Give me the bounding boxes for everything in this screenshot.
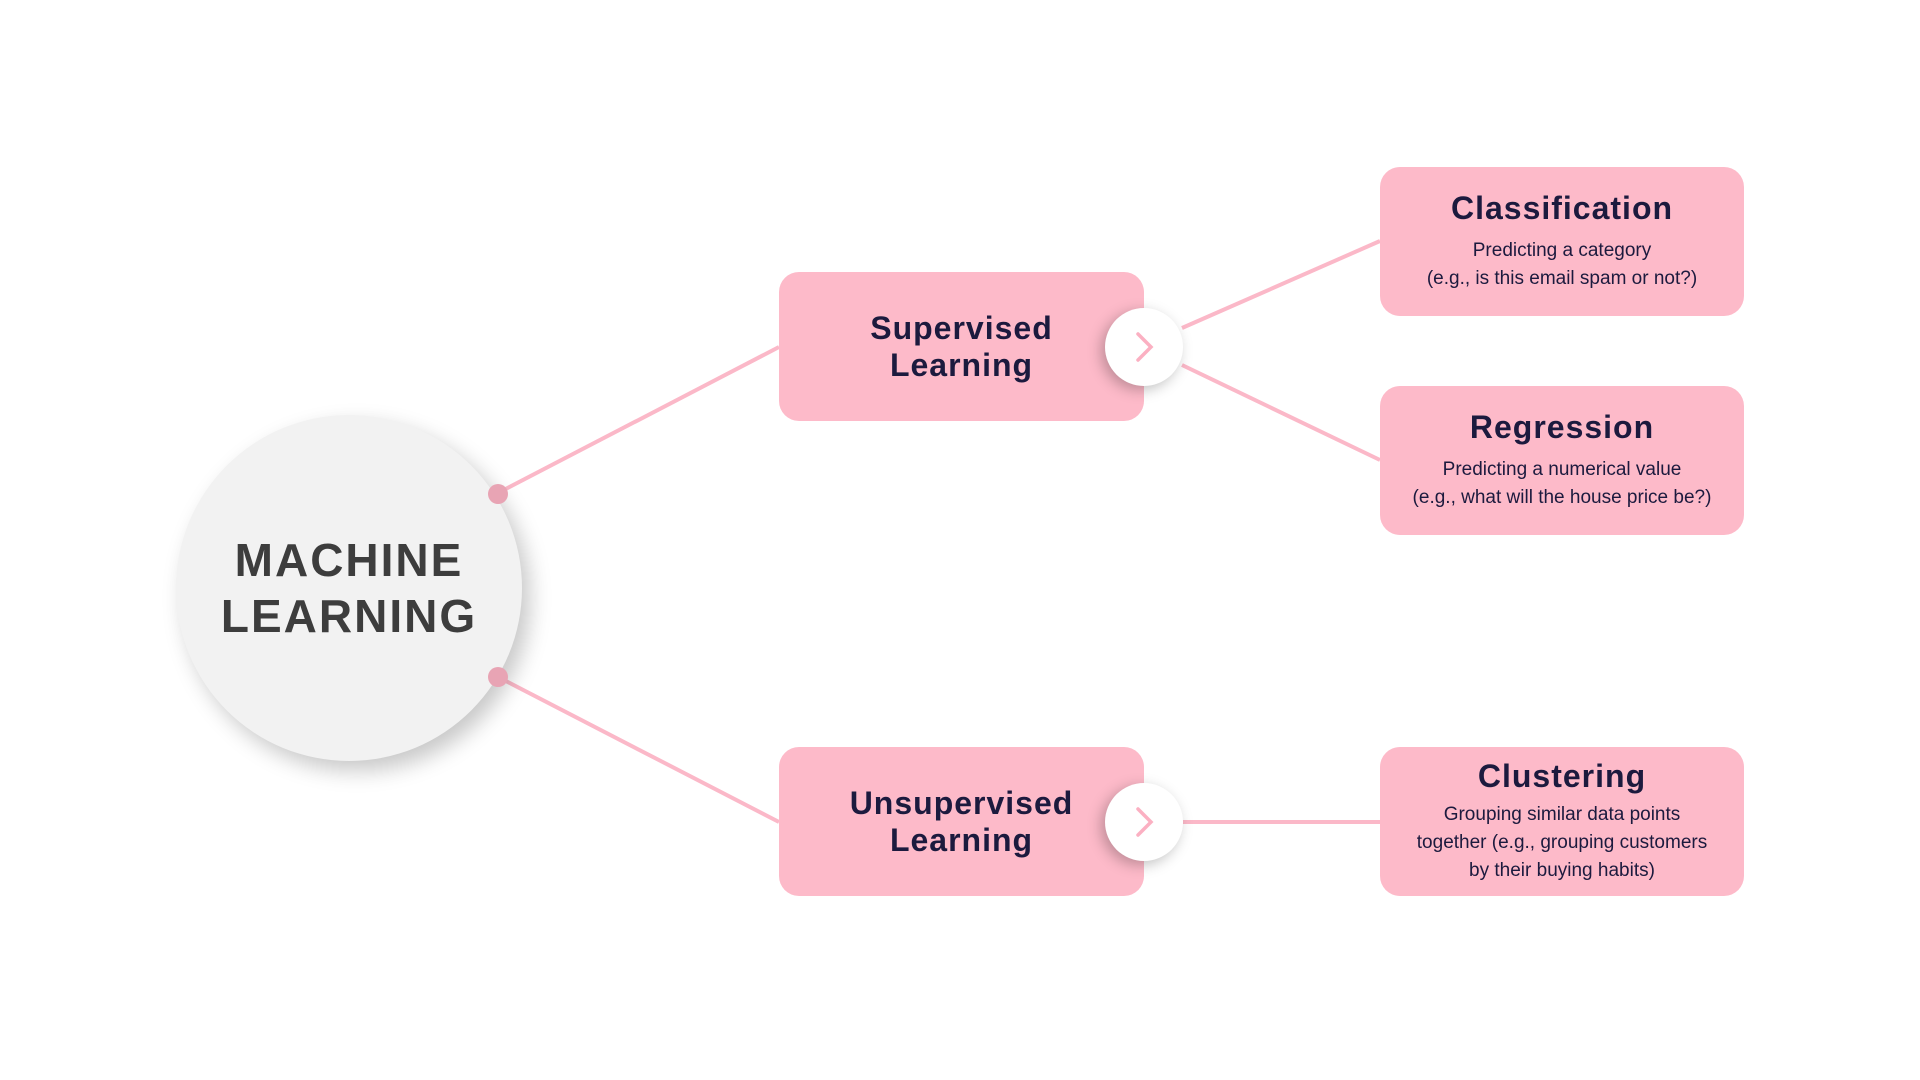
classification-node: Classification Predicting a category (e.… bbox=[1380, 167, 1744, 316]
expand-unsupervised-button[interactable] bbox=[1105, 783, 1183, 861]
connector-supervised-regression bbox=[1181, 363, 1381, 462]
connector-hub-unsupervised bbox=[497, 675, 780, 824]
node-label: Learning bbox=[889, 821, 1034, 858]
node-title: Regression bbox=[1469, 409, 1655, 445]
node-description: by their buying habits) bbox=[1469, 860, 1655, 881]
node-title: Classification bbox=[1450, 190, 1674, 226]
connector-hub-supervised bbox=[497, 345, 780, 495]
hub-title-line2: LEARNING bbox=[220, 590, 478, 642]
chevron-right-icon bbox=[1136, 807, 1154, 837]
supervised-learning-node: Supervised Learning bbox=[779, 272, 1144, 421]
chevron-right-icon bbox=[1136, 332, 1154, 362]
hub-title-line1: MACHINE bbox=[234, 534, 464, 586]
node-description: Grouping similar data points bbox=[1443, 804, 1681, 825]
node-description: (e.g., what will the house price be?) bbox=[1412, 487, 1712, 508]
unsupervised-learning-node: Unsupervised Learning bbox=[779, 747, 1144, 896]
node-description: Predicting a numerical value bbox=[1442, 459, 1682, 480]
node-description: Predicting a category bbox=[1472, 240, 1652, 261]
node-description: (e.g., is this email spam or not?) bbox=[1426, 268, 1698, 289]
clustering-node: Clustering Grouping similar data points … bbox=[1380, 747, 1744, 896]
node-label: Learning bbox=[889, 346, 1034, 383]
connector-supervised-classification bbox=[1181, 239, 1381, 330]
machine-learning-hub: MACHINE LEARNING bbox=[176, 415, 522, 761]
expand-supervised-button[interactable] bbox=[1105, 308, 1183, 386]
node-label: Supervised bbox=[870, 309, 1053, 346]
node-description: together (e.g., grouping customers bbox=[1416, 832, 1708, 853]
node-title: Clustering bbox=[1477, 758, 1647, 794]
regression-node: Regression Predicting a numerical value … bbox=[1380, 386, 1744, 535]
node-label: Unsupervised bbox=[849, 784, 1074, 821]
